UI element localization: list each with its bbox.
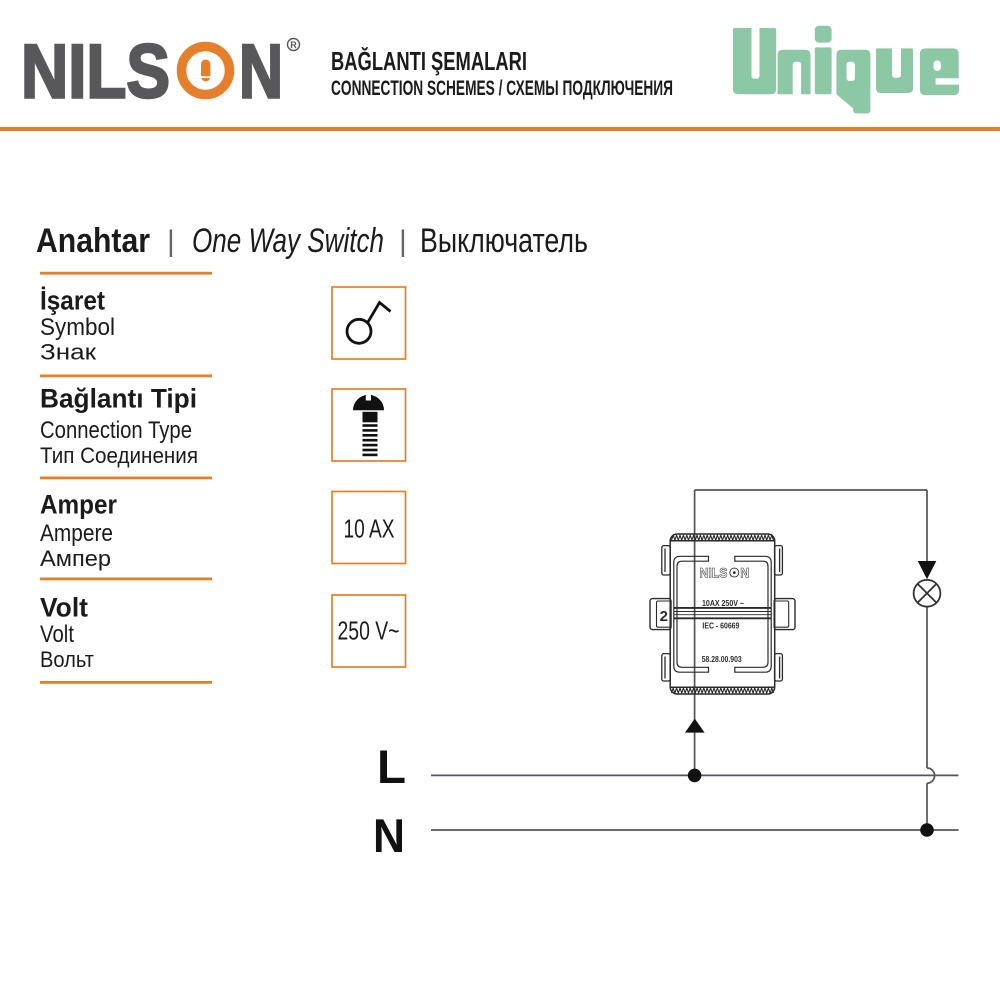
svg-text:58.28.00.903: 58.28.00.903 xyxy=(702,654,742,664)
svg-text:10AX 250V ~: 10AX 250V ~ xyxy=(702,598,744,608)
svg-text:Ampere: Ampere xyxy=(40,520,113,547)
svg-text:Ампер: Ампер xyxy=(40,546,111,571)
svg-text:One Way Switch: One Way Switch xyxy=(192,222,384,260)
svg-text:L: L xyxy=(377,740,406,793)
svg-text:Symbol: Symbol xyxy=(40,314,115,341)
svg-text:NILS: NILS xyxy=(700,565,728,581)
svg-text:Тип Соединения: Тип Соединения xyxy=(40,443,198,468)
svg-text:Выключатель: Выключатель xyxy=(420,222,588,260)
svg-text:Знак: Знак xyxy=(40,340,96,365)
svg-text:N: N xyxy=(239,30,283,115)
svg-text:10 AX: 10 AX xyxy=(344,514,395,544)
svg-text:Amper: Amper xyxy=(40,490,117,520)
svg-text:N: N xyxy=(740,565,749,581)
svg-text:Volt: Volt xyxy=(40,621,74,648)
svg-text:IEC - 60669: IEC - 60669 xyxy=(702,621,739,631)
svg-text:Вольт: Вольт xyxy=(40,647,94,672)
svg-text:BAĞLANTI ŞEMALARI: BAĞLANTI ŞEMALARI xyxy=(331,46,527,76)
svg-text:R: R xyxy=(290,40,297,50)
svg-text:Bağlantı Tipi: Bağlantı Tipi xyxy=(40,384,197,414)
svg-text:NILS: NILS xyxy=(21,30,170,115)
svg-text:250 V~: 250 V~ xyxy=(338,616,400,646)
svg-text:CONNECTION SCHEMES / СХЕМЫ ПОД: CONNECTION SCHEMES / СХЕМЫ ПОДКЛЮЧЕНИЯ xyxy=(331,76,673,100)
svg-text:2: 2 xyxy=(660,608,668,625)
svg-text:Anahtar: Anahtar xyxy=(36,222,150,260)
svg-text:Volt: Volt xyxy=(40,593,88,623)
svg-text:N: N xyxy=(373,809,405,862)
svg-text:İşaret: İşaret xyxy=(40,286,105,316)
svg-text:Connection Type: Connection Type xyxy=(40,417,192,444)
svg-text:|: | xyxy=(399,225,407,258)
svg-text:|: | xyxy=(167,225,175,258)
